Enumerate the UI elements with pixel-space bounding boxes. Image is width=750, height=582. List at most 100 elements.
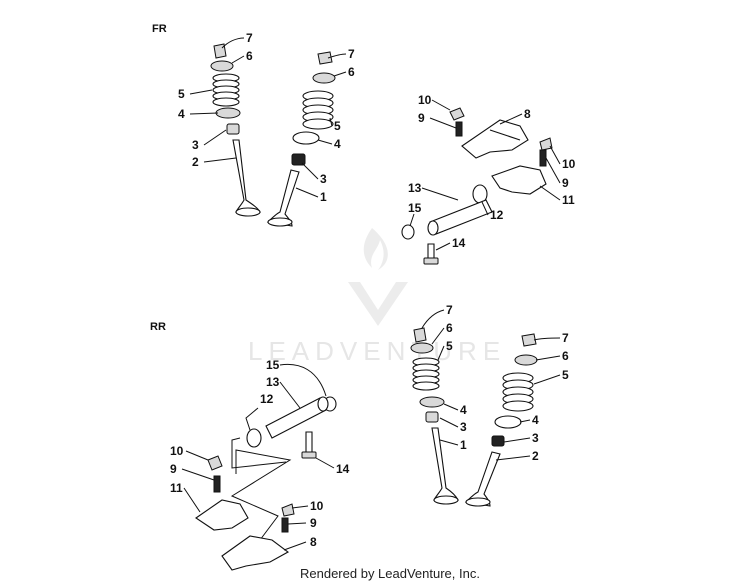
rr-rocker-shaft bbox=[265, 397, 327, 439]
callout-fr-rocker-9a: 9 bbox=[418, 111, 425, 125]
callout-fr-rocker-10a: 10 bbox=[418, 93, 432, 107]
callout-fr-rocker-11: 11 bbox=[562, 193, 575, 207]
section-label-front: FR bbox=[152, 23, 167, 35]
fr-shaft-oring-15 bbox=[401, 224, 415, 240]
callout-fr-mid-4: 4 bbox=[334, 137, 341, 151]
fr-mid-retainer bbox=[312, 72, 336, 84]
callout-rr-shaft-14: 14 bbox=[336, 462, 350, 476]
fr-mid-valve-assembly bbox=[266, 51, 336, 227]
rr-valve-a-spring bbox=[412, 357, 440, 391]
fr-mid-valve bbox=[266, 169, 300, 227]
callout-fr-rocker-8: 8 bbox=[524, 107, 531, 121]
rr-valve-b-spring-seat bbox=[494, 415, 522, 429]
callout-rr-valve-b-7: 7 bbox=[562, 331, 569, 345]
watermark-v-icon bbox=[348, 282, 408, 326]
fr-rocker-nut-b bbox=[539, 137, 553, 151]
rr-valve-a-retainer bbox=[410, 342, 434, 354]
callout-rr-valve-a-5: 5 bbox=[446, 339, 453, 353]
callout-fr-left-7: 7 bbox=[246, 31, 253, 45]
fr-mid-spring bbox=[302, 90, 334, 130]
rr-rocker-nut-b bbox=[281, 503, 295, 517]
fr-left-valve-assembly bbox=[210, 43, 261, 217]
callout-fr-mid-1: 1 bbox=[320, 190, 327, 204]
rr-shaft-assembly bbox=[231, 396, 337, 469]
fr-rocker-arm-b bbox=[491, 165, 547, 195]
fr-left-stem-seal bbox=[226, 123, 240, 135]
rr-valve-a bbox=[431, 427, 459, 501]
callout-fr-mid-3: 3 bbox=[320, 172, 327, 186]
callout-fr-mid-6: 6 bbox=[348, 65, 355, 79]
callout-rr-valve-a-1: 1 bbox=[460, 438, 467, 452]
fr-rocker-leader-lines bbox=[409, 99, 561, 251]
rr-valve-a-assembly bbox=[410, 327, 459, 505]
rr-rocker-leader-lines bbox=[181, 450, 309, 551]
rr-shaft-bolt-14 bbox=[305, 431, 313, 453]
callout-rr-valve-a-7: 7 bbox=[446, 303, 453, 317]
callout-rr-rocker-10a: 10 bbox=[170, 444, 184, 458]
rr-rocker-adjuster-b bbox=[281, 517, 289, 533]
fr-rocker-shaft bbox=[429, 199, 493, 235]
fr-rocker-nut-a bbox=[449, 107, 465, 121]
rr-rocker-arm-a bbox=[195, 499, 249, 531]
rr-valve-b-spring bbox=[502, 372, 534, 412]
callout-fr-left-2: 2 bbox=[192, 155, 199, 169]
watermark: LEADVENTURE bbox=[248, 228, 506, 366]
callout-fr-rocker-10b: 10 bbox=[562, 157, 576, 171]
callout-rr-rocker-8: 8 bbox=[310, 535, 317, 549]
rr-rocker-nut-a bbox=[207, 455, 223, 471]
rr-valve-a-spring-seat bbox=[419, 396, 445, 408]
callout-fr-mid-5: 5 bbox=[334, 119, 341, 133]
callout-fr-mid-7: 7 bbox=[348, 47, 355, 61]
rr-valve-a-keeper bbox=[413, 327, 427, 343]
rr-valve-a-stem-seal bbox=[425, 411, 439, 423]
rr-rocker-arm-b bbox=[221, 535, 290, 571]
rr-rocker-assembly bbox=[195, 449, 295, 571]
section-label-rear: RR bbox=[150, 321, 166, 333]
callout-fr-rocker-12: 12 bbox=[490, 208, 504, 222]
rr-valve-b-assembly bbox=[464, 333, 538, 507]
callout-fr-rocker-9b: 9 bbox=[562, 176, 569, 190]
callout-fr-left-3: 3 bbox=[192, 138, 199, 152]
fr-mid-leader-lines bbox=[295, 53, 347, 198]
fr-rocker-assembly bbox=[401, 107, 553, 265]
fr-rocker-arm-a bbox=[461, 119, 529, 159]
fr-left-leader-lines bbox=[189, 37, 245, 163]
rr-valve-a-leader-lines bbox=[421, 309, 459, 446]
fr-rocker-adjuster-a bbox=[455, 121, 463, 137]
fr-left-spring-seat bbox=[215, 107, 241, 119]
rr-valve-b-leader-lines bbox=[495, 337, 561, 461]
callout-rr-valve-a-6: 6 bbox=[446, 321, 453, 335]
rr-valve-b-retainer bbox=[514, 354, 538, 366]
callout-rr-shaft-13: 13 bbox=[266, 375, 280, 389]
callout-rr-valve-b-4: 4 bbox=[532, 413, 539, 427]
callout-fr-left-4: 4 bbox=[178, 107, 185, 121]
callout-fr-rocker-15: 15 bbox=[408, 201, 422, 215]
callout-rr-valve-b-5: 5 bbox=[562, 368, 569, 382]
callout-rr-rocker-10b: 10 bbox=[310, 499, 324, 513]
rr-rocker-adjuster-a bbox=[213, 475, 221, 493]
rr-valve-b-stem-seal bbox=[491, 435, 505, 447]
fr-left-valve bbox=[232, 139, 261, 213]
callout-rr-rocker-11: 11 bbox=[170, 481, 183, 495]
callout-rr-valve-a-3: 3 bbox=[460, 420, 467, 434]
fr-left-spring bbox=[212, 73, 240, 107]
fr-mid-stem-seal bbox=[291, 153, 306, 166]
callout-rr-rocker-9a: 9 bbox=[170, 462, 177, 476]
callout-fr-left-5: 5 bbox=[178, 87, 185, 101]
fr-left-retainer bbox=[210, 60, 234, 72]
rr-valve-b-keeper bbox=[521, 333, 537, 347]
callout-rr-rocker-9b: 9 bbox=[310, 516, 317, 530]
fr-rocker-adjuster-b bbox=[539, 149, 547, 167]
rr-shaft-oring-12 bbox=[246, 428, 262, 448]
callout-fr-left-6: 6 bbox=[246, 49, 253, 63]
callout-rr-valve-b-3: 3 bbox=[532, 431, 539, 445]
watermark-text: LEADVENTURE bbox=[248, 336, 506, 366]
rr-valve-b bbox=[464, 451, 501, 507]
callout-rr-valve-b-2: 2 bbox=[532, 449, 539, 463]
callout-rr-shaft-12: 12 bbox=[260, 392, 274, 406]
callout-rr-valve-a-4: 4 bbox=[460, 403, 467, 417]
footer-credit: Rendered by LeadVenture, Inc. bbox=[300, 566, 480, 581]
callout-rr-shaft-15: 15 bbox=[266, 358, 280, 372]
callout-fr-rocker-13: 13 bbox=[408, 181, 422, 195]
